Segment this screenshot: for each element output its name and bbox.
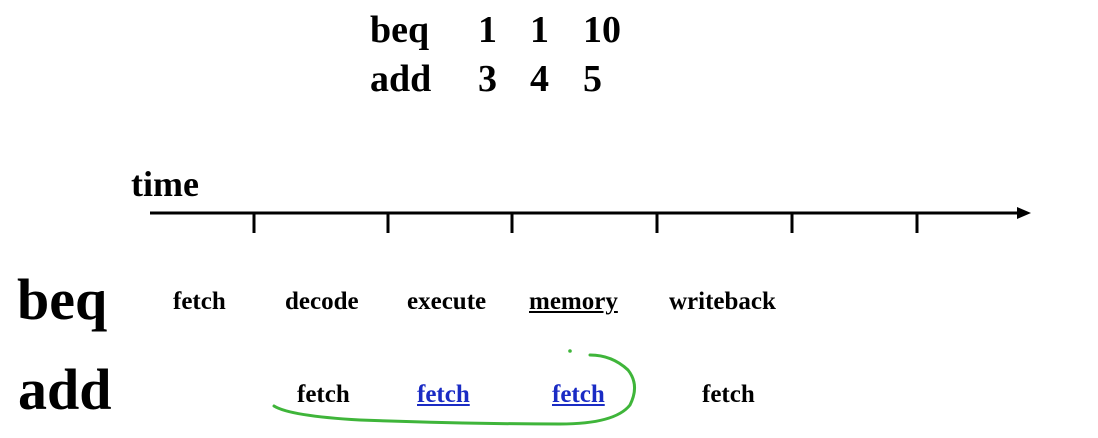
instruction-operand: 5 [583, 58, 602, 100]
pipeline-row-label-beq: beq [17, 267, 108, 332]
add-stage: fetch [297, 381, 350, 408]
instruction-opcode: beq [370, 9, 430, 51]
add-stage-stalled: fetch [417, 381, 470, 408]
beq-stage: writeback [669, 288, 776, 315]
beq-stage: decode [285, 288, 359, 315]
add-stage-stalled: fetch [552, 381, 605, 408]
instruction-operand: 10 [583, 9, 621, 51]
beq-stage: memory [529, 288, 618, 315]
add-stage: fetch [702, 381, 755, 408]
pipeline-row-label-add: add [18, 357, 112, 422]
beq-stage: fetch [173, 288, 226, 315]
instruction-operand: 3 [478, 58, 497, 100]
instruction-operand: 1 [478, 9, 497, 51]
time-axis-arrowhead [1017, 207, 1031, 219]
time-axis-ticks [252, 213, 919, 233]
instruction-opcode: add [370, 58, 432, 100]
instruction-operand: 4 [530, 58, 549, 100]
beq-stage: execute [407, 288, 487, 315]
instruction-operand: 1 [530, 9, 549, 51]
time-axis-label: time [131, 164, 199, 204]
